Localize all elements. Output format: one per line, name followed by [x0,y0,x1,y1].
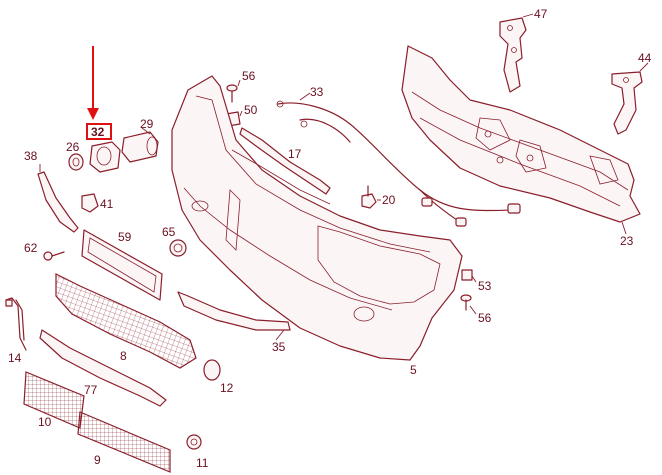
part-12-cap[interactable] [203,359,221,381]
part-65-tow-hook-cover[interactable] [169,239,187,257]
label-9[interactable]: 9 [94,453,101,467]
label-20[interactable]: 20 [382,193,396,207]
part-9-grille-insert[interactable] [77,411,171,473]
label-32[interactable]: 32 [91,125,105,139]
part-8-lower-grille[interactable] [55,273,197,369]
part-26-grommet[interactable] [68,153,84,171]
label-29[interactable]: 29 [140,117,154,131]
part-14-bracket[interactable] [5,297,27,351]
label-8[interactable]: 8 [120,349,127,363]
label-38[interactable]: 38 [24,149,38,163]
label-77[interactable]: 77 [84,383,98,397]
part-10-grille-insert[interactable] [23,371,85,429]
label-26[interactable]: 26 [66,140,80,154]
label-11[interactable]: 11 [196,456,209,470]
part-56-screw-bottom[interactable] [460,294,472,311]
label-5[interactable]: 5 [410,363,417,377]
label-35[interactable]: 35 [272,340,286,354]
label-12[interactable]: 12 [220,381,234,395]
label-33[interactable]: 33 [310,85,324,99]
label-65[interactable]: 65 [162,225,176,239]
part-11-emblem[interactable] [186,434,202,450]
part-47-bracket[interactable] [499,17,527,93]
part-53-bolt[interactable] [461,269,473,281]
part-56-screw-top[interactable] [226,84,238,103]
label-53[interactable]: 53 [478,279,492,293]
part-59-license-plate-bracket[interactable] [81,229,163,301]
label-41[interactable]: 41 [100,197,114,211]
label-23[interactable]: 23 [620,234,634,248]
part-33-wiring-harness[interactable] [276,100,521,227]
label-56-bottom[interactable]: 56 [478,311,492,325]
part-41-clip[interactable] [81,193,99,213]
part-17-trim-strip[interactable] [239,127,331,195]
label-14[interactable]: 14 [8,351,22,365]
part-23-bumper-beam[interactable] [401,45,641,223]
label-59[interactable]: 59 [118,230,132,244]
part-77-moulding[interactable] [39,329,167,407]
label-47[interactable]: 47 [534,7,548,21]
label-50[interactable]: 50 [244,103,258,117]
part-32-highlight-box [86,123,112,140]
part-35-trim-strip[interactable] [177,291,291,331]
part-62-screw[interactable] [43,251,65,261]
part-32-sensor-holder[interactable] [89,141,121,173]
label-44[interactable]: 44 [638,51,652,65]
part-38-trim-strip[interactable] [37,171,79,233]
label-10[interactable]: 10 [38,415,52,429]
label-62[interactable]: 62 [24,241,38,255]
part-5-bumper-cover[interactable] [171,75,463,361]
part-20-nut[interactable] [361,185,377,209]
part-44-bracket[interactable] [611,71,643,135]
label-17[interactable]: 17 [288,147,302,161]
part-29-parking-sensor[interactable] [121,131,159,163]
label-56-top[interactable]: 56 [242,69,256,83]
highlight-arrow [87,46,99,120]
